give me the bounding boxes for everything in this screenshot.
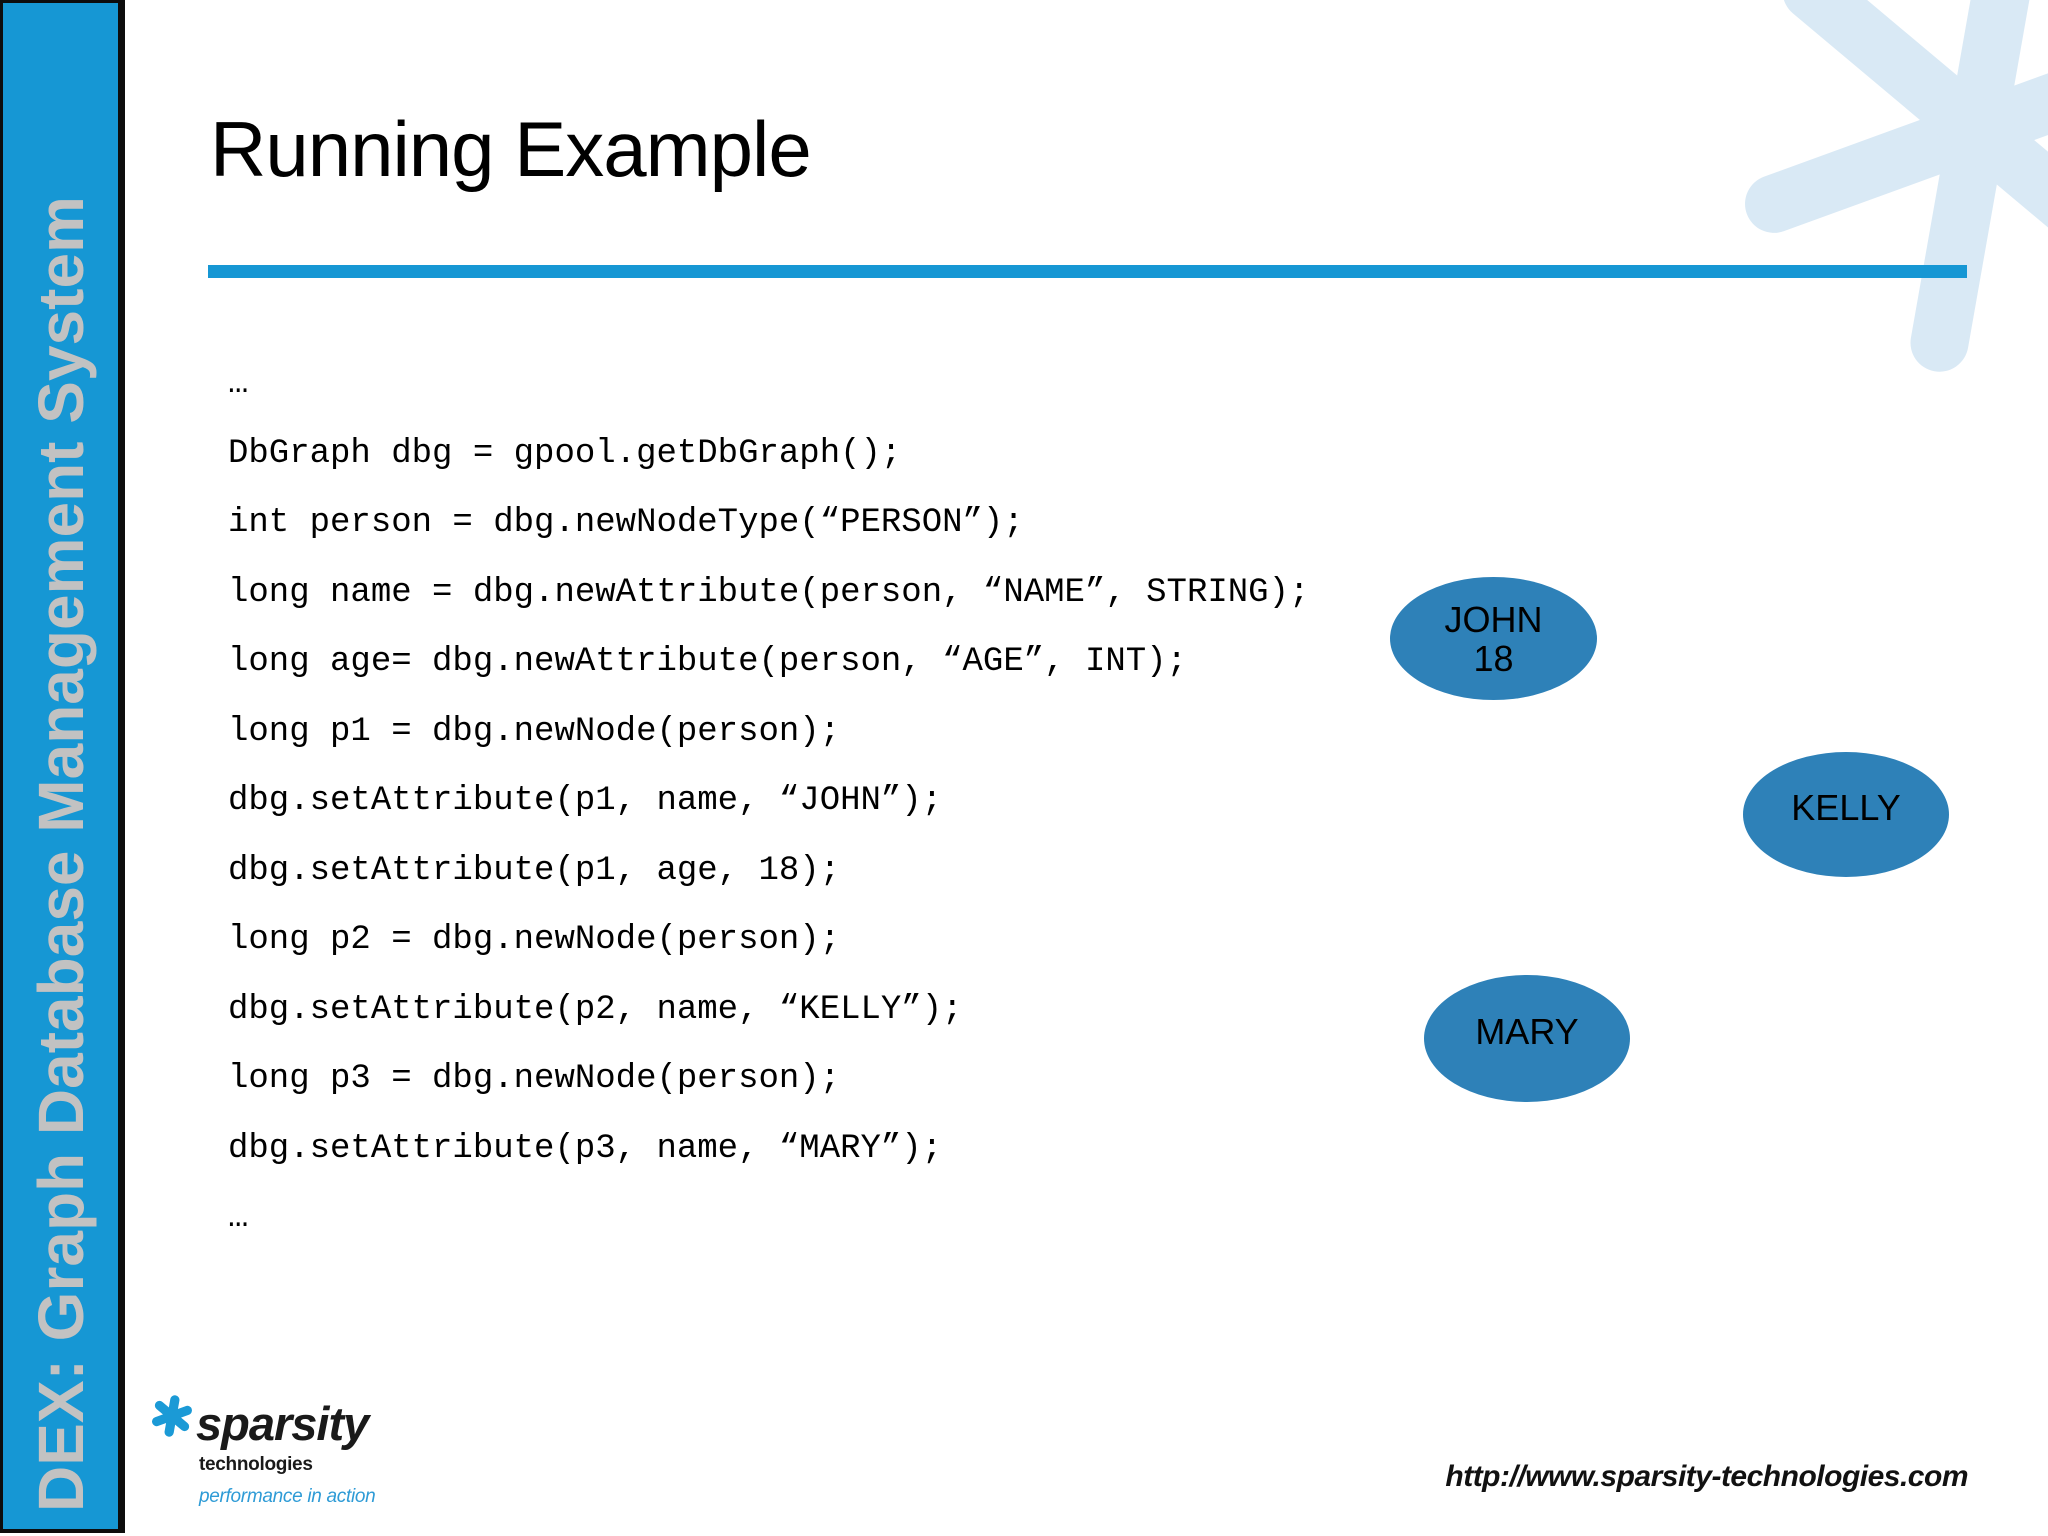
code-line: long name = dbg.newAttribute(person, “NA… [228,573,1310,612]
graph-node-mary: MARY [1424,975,1630,1102]
code-line: long p2 = dbg.newNode(person); [228,921,841,959]
logo-tagline-text: performance in action [199,1486,376,1507]
logo-sub-text: technologies [199,1454,313,1475]
node-label-line: JOHN [1444,598,1543,640]
decorative-asterisk-icon [1745,0,2048,372]
code-line: dbg.setAttribute(p2, name, “KELLY”); [228,990,963,1029]
code-line: … [228,365,249,403]
node-label-line: KELLY [1791,787,1901,828]
code-block: … DbGraph dbg = gpool.getDbGraph(); int pe… [228,350,1309,1254]
title-underline [208,265,1967,278]
footer-url: http://www.sparsity-technologies.com [1445,1460,1968,1493]
code-line: … [228,1199,249,1237]
node-label-line: MARY [1475,1011,1579,1052]
page-title: Running Example [210,105,812,193]
code-line: long p1 = dbg.newNode(person); [228,712,841,751]
logo-asterisk-icon [152,1395,192,1437]
code-line: dbg.setAttribute(p1, name, “JOHN”); [228,782,943,820]
code-line: int person = dbg.newNodeType(“PERSON”); [228,504,1024,542]
sidebar-title: DEX: Graph Database Management System [25,196,97,1512]
logo-brand-text: sparsity [196,1397,369,1450]
code-line: DbGraph dbg = gpool.getDbGraph(); [228,434,902,473]
node-label-line: 18 [1473,637,1514,679]
code-line: long age= dbg.newAttribute(person, “AGE”… [228,643,1187,681]
graph-node-kelly: KELLY [1743,752,1949,877]
code-line: long p3 = dbg.newNode(person); [228,1060,841,1098]
code-line: dbg.setAttribute(p1, age, 18); [228,851,841,890]
code-line: dbg.setAttribute(p3, name, “MARY”); [228,1129,943,1168]
sidebar-banner [0,0,125,1533]
